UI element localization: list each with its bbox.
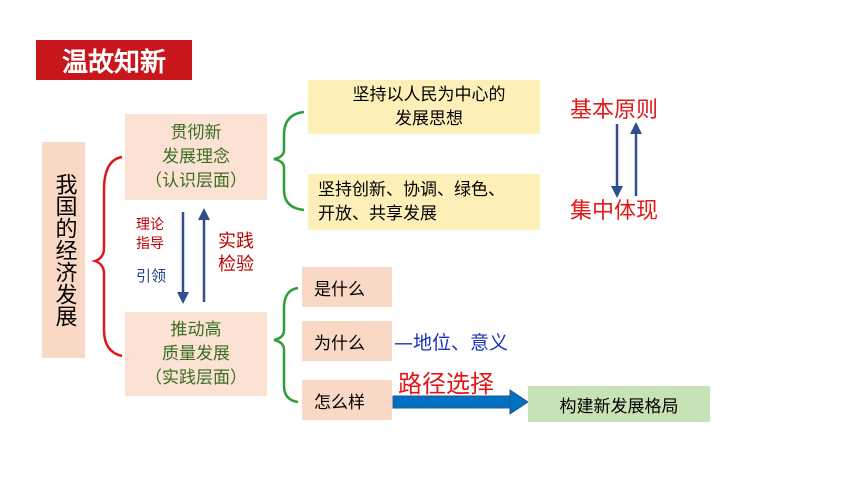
questions-brace [273, 286, 299, 404]
concept-line: 贯彻新 [170, 123, 222, 143]
principle-down-head [611, 186, 623, 198]
idea-people-centered: 坚持以人民为中心的 发展思想 [308, 80, 540, 134]
question-how: 怎么样 [302, 380, 392, 420]
concept-line: （实践层面） [145, 368, 247, 388]
check-arrow-head [198, 208, 210, 220]
concept-line: 发展理念 [162, 147, 230, 167]
path-arrow-head [509, 389, 529, 415]
path-choice-label: 路径选择 [398, 370, 494, 398]
question-what: 是什么 [302, 267, 392, 307]
principle-up-head [630, 122, 642, 134]
root-brace [91, 155, 123, 358]
idea-five-concepts: 坚持创新、协调、绿色、 开放、共享发展 [308, 174, 540, 230]
guide-arrow-head [177, 292, 189, 304]
result-new-pattern: 构建新发展格局 [528, 386, 710, 422]
lead-label: 引领 [136, 267, 167, 285]
concept-line: 质量发展 [162, 344, 230, 364]
concept-line: （认识层面） [145, 171, 247, 191]
concentrated-embodiment-label: 集中体现 [570, 199, 659, 224]
page-title: 温故知新 [36, 40, 192, 80]
practice-check-label: 实践 检验 [218, 231, 254, 275]
concept-line: 推动高 [170, 320, 222, 340]
theory-guide-label: 理论 指导 [136, 217, 164, 252]
question-why: 为什么 [302, 321, 392, 361]
position-meaning-label: —地位、意义 [394, 332, 509, 354]
ideas-brace [273, 110, 305, 212]
concept-new-development: 贯彻新 发展理念 （认识层面） [125, 114, 267, 200]
concept-high-quality: 推动高 质量发展 （实践层面） [125, 312, 267, 396]
basic-principle-label: 基本原则 [570, 98, 659, 123]
root-node: 我国的经济发展 [42, 142, 85, 358]
